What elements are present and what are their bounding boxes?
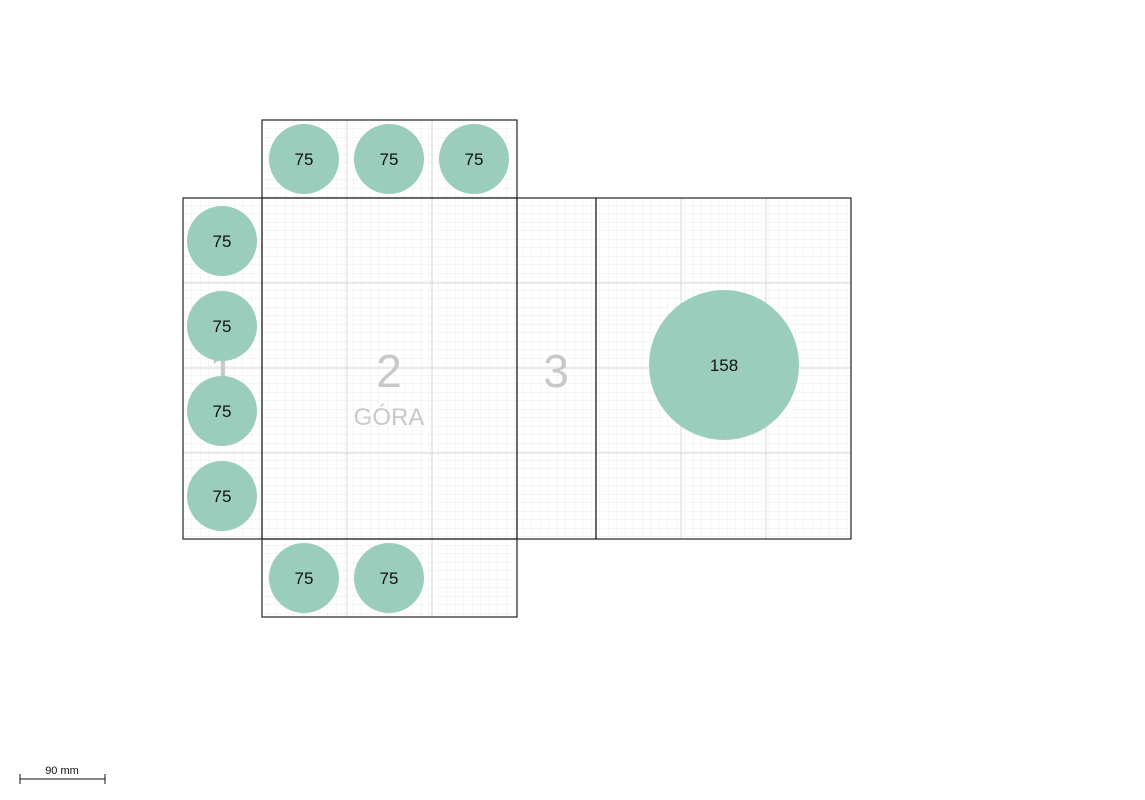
sticker-circle[interactable] <box>649 290 799 440</box>
panel-4 <box>595 197 852 540</box>
circle-big[interactable]: 158 <box>649 290 799 440</box>
circle-bottom-1[interactable]: 75 <box>269 543 339 613</box>
bottom-flap <box>261 538 518 618</box>
circle-label: 75 <box>213 487 232 506</box>
circle-left-3[interactable]: 75 <box>187 376 257 446</box>
sticker-circle[interactable] <box>439 124 509 194</box>
circle-label: 75 <box>295 150 314 169</box>
circle-top-2[interactable]: 75 <box>354 124 424 194</box>
sticker-circle[interactable] <box>354 124 424 194</box>
circle-label: 75 <box>380 150 399 169</box>
circle-label: 75 <box>380 569 399 588</box>
panel-3-label: 3 <box>543 345 569 397</box>
sticker-circle[interactable] <box>187 291 257 361</box>
circle-left-1[interactable]: 75 <box>187 206 257 276</box>
circle-label: 75 <box>213 232 232 251</box>
circle-label: 75 <box>213 317 232 336</box>
sticker-circle[interactable] <box>269 124 339 194</box>
circle-left-4[interactable]: 75 <box>187 461 257 531</box>
circle-label: 75 <box>295 569 314 588</box>
circle-left-2[interactable]: 75 <box>187 291 257 361</box>
sticker-circle[interactable] <box>187 461 257 531</box>
circle-label: 75 <box>465 150 484 169</box>
circle-label: 158 <box>710 356 738 375</box>
panel-2-label: 2 <box>376 345 402 397</box>
circle-bottom-2[interactable]: 75 <box>354 543 424 613</box>
sticker-circle[interactable] <box>187 206 257 276</box>
sticker-circle[interactable] <box>269 543 339 613</box>
scale-label: 90 mm <box>45 765 79 777</box>
sticker-circle[interactable] <box>187 376 257 446</box>
sticker-circle[interactable] <box>354 543 424 613</box>
scale-bar: 90 mm <box>19 765 106 784</box>
circle-top-1[interactable]: 75 <box>269 124 339 194</box>
circle-top-3[interactable]: 75 <box>439 124 509 194</box>
circle-label: 75 <box>213 402 232 421</box>
dieline-outline <box>182 119 852 618</box>
panel-2-sublabel: GÓRA <box>354 404 425 431</box>
